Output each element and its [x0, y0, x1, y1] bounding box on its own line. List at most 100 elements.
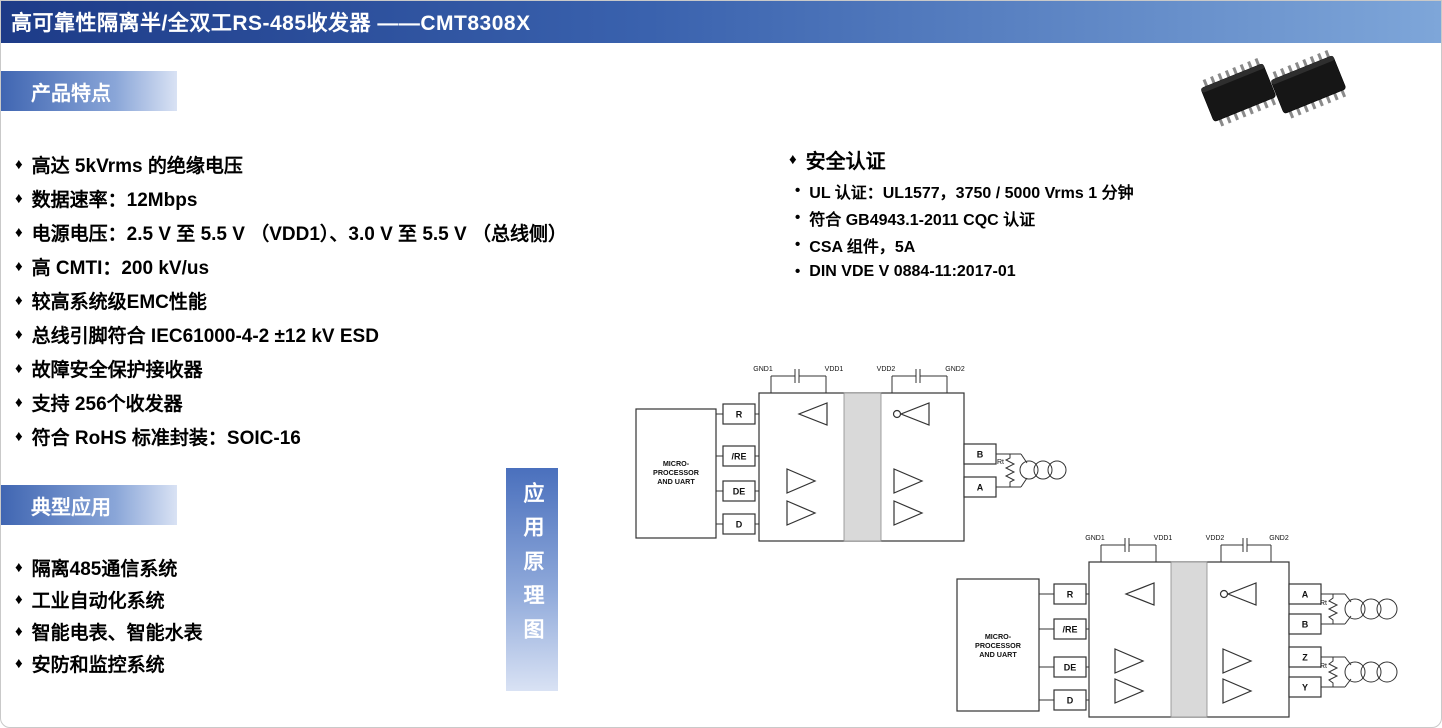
feature-text: 高 CMTI：200 kV/us: [31, 257, 210, 279]
feature-item: ♦ 总线引脚符合 IEC61000-4-2 ±12 kV ESD: [15, 317, 567, 351]
mcu-label: MICRO-: [985, 632, 1012, 641]
vdd1-label: VDD1: [825, 366, 844, 373]
bus-label: A: [1302, 590, 1309, 600]
feature-item: ♦支持 256个收发器: [15, 385, 567, 419]
diamond-bullet-icon: ♦: [15, 427, 23, 445]
mcu-label: AND UART: [657, 477, 695, 486]
diamond-bullet-icon: ♦: [15, 359, 23, 377]
safety-heading-text: 安全认证: [805, 150, 886, 173]
rt-label: Rt: [1320, 600, 1327, 607]
badge-label-applications: 典型应用: [31, 496, 111, 519]
dot-bullet-icon: •: [795, 209, 801, 226]
feature-item: ♦故障安全保护接收器: [15, 351, 567, 385]
diamond-bullet-icon: ♦: [15, 257, 23, 275]
pin-label: D: [1067, 696, 1074, 706]
gnd2-label: GND2: [945, 366, 965, 373]
diamond-bullet-icon: ♦: [15, 654, 23, 672]
application-text: 智能电表、智能水表: [31, 622, 203, 644]
full-duplex-schematic: MICRO- PROCESSOR AND UART R /RE DE D A B…: [956, 535, 1398, 718]
application-item: ♦ 安防和监控系统: [15, 647, 203, 679]
mcu-label: AND UART: [979, 650, 1017, 659]
diamond-bullet-icon: ♦: [15, 622, 23, 640]
mcu-label: MICRO-: [663, 459, 690, 468]
inverter-bubble: [892, 409, 902, 419]
dot-bullet-icon: •: [795, 182, 801, 199]
isolation-barrier: [843, 392, 882, 542]
twisted-pair-coil: [1344, 598, 1398, 620]
features-list: ♦高达 5kVrms 的绝缘电压 ♦ 数据速率：12Mbps ♦电源电压：2.5 …: [15, 147, 567, 453]
inverter-bubble: [1219, 589, 1229, 599]
bus-pin-boxes: A B Z Y: [1288, 583, 1322, 698]
mcu-box: [635, 408, 717, 539]
schematic-vertical-badge-text: 应用原理图: [521, 482, 544, 652]
pin-label: R: [736, 410, 743, 420]
diamond-bullet-icon: ♦: [15, 189, 23, 207]
driver-buffer: [893, 500, 924, 526]
diamond-bullet-icon: ♦: [15, 291, 23, 309]
application-text: 隔离485通信系统: [31, 558, 178, 580]
feature-text: 较高系统级EMC性能: [31, 291, 207, 313]
application-text: 安防和监控系统: [31, 654, 165, 676]
feature-text: 总线引脚符合 IEC61000-4-2 ±12 kV ESD: [31, 325, 379, 347]
diamond-bullet-icon: ♦: [15, 325, 23, 343]
vdd1-label: VDD1: [1154, 535, 1173, 542]
bus-label: A: [977, 483, 984, 493]
logic-pin-boxes: R /RE DE D: [1053, 583, 1087, 711]
pin-label: R: [1067, 590, 1074, 600]
receiver-buffer: [1226, 582, 1257, 606]
application-item: ♦隔离485通信系统: [15, 551, 203, 583]
feature-item: ♦ 数据速率：12Mbps: [15, 181, 567, 215]
safety-text: DIN VDE V 0884-11:2017-01: [809, 262, 1016, 280]
feature-item: ♦高达 5kVrms 的绝缘电压: [15, 147, 567, 181]
soic-chip: [1267, 48, 1350, 121]
badge-label-features: 产品特点: [31, 82, 111, 105]
feature-item: ♦ 高 CMTI：200 kV/us: [15, 249, 567, 283]
mcu-box: [956, 578, 1040, 712]
driver-buffer: [1222, 678, 1253, 704]
gnd2-label: GND2: [1269, 535, 1289, 542]
safety-item: • CSA 组件，5A: [795, 231, 1134, 258]
dot-bullet-icon: •: [795, 236, 801, 253]
safety-item: • DIN VDE V 0884-11:2017-01: [795, 258, 1134, 285]
pin-label: D: [736, 520, 743, 530]
pin-label: /RE: [731, 452, 746, 462]
feature-text: 数据速率：12Mbps: [31, 189, 198, 211]
dot-bullet-icon: •: [795, 263, 801, 280]
vdd2-label: VDD2: [1206, 535, 1225, 542]
diamond-bullet-icon: ♦: [15, 590, 23, 608]
page-title: 高可靠性隔离半/全双工RS-485收发器 ——CMT8308X: [11, 12, 531, 35]
applications-list: ♦隔离485通信系统 ♦工业自动化系统 ♦智能电表、智能水表 ♦安防和监控系统: [15, 551, 203, 679]
driver-buffer: [786, 500, 817, 526]
diamond-bullet-icon: ♦: [789, 150, 797, 168]
schematic-vertical-badge: 应用原理图: [506, 468, 558, 691]
application-item: ♦工业自动化系统: [15, 583, 203, 615]
chip-package-image: [1197, 48, 1350, 129]
twisted-pair-coil: [1019, 460, 1067, 480]
diamond-bullet-icon: ♦: [15, 155, 23, 173]
feature-item: ♦ 符合 RoHS 标准封装：SOIC-16: [15, 419, 567, 453]
gnd1-label: GND1: [1085, 535, 1105, 542]
pin-label: DE: [733, 487, 746, 497]
pin-label: DE: [1064, 663, 1077, 673]
safety-text: CSA 组件，5A: [809, 238, 916, 256]
feature-item: ♦电源电压：2.5 V 至 5.5 V （VDD1）、3.0 V 至 5.5 V…: [15, 215, 567, 249]
diamond-bullet-icon: ♦: [15, 393, 23, 411]
bus-pin-boxes: B A: [963, 443, 997, 498]
safety-text: UL 认证：UL1577，3750 / 5000 Vrms 1 分钟: [809, 184, 1134, 202]
section-badge-features: 产品特点: [1, 71, 177, 111]
receiver-buffer: [1124, 582, 1155, 606]
section-badge-applications: 典型应用: [1, 485, 177, 525]
page-header: 高可靠性隔离半/全双工RS-485收发器 ——CMT8308X: [1, 1, 1441, 43]
feature-text: 符合 RoHS 标准封装：SOIC-16: [31, 427, 301, 449]
application-item: ♦ 智能电表、智能水表: [15, 615, 203, 647]
rt-label: Rt: [1320, 663, 1327, 670]
receiver-buffer: [899, 402, 930, 426]
rt-label: Rt: [997, 459, 1004, 466]
feature-item: ♦ 较高系统级EMC性能: [15, 283, 567, 317]
bus-label: B: [977, 450, 984, 460]
bus-label: Z: [1302, 653, 1308, 663]
gnd1-label: GND1: [753, 366, 773, 373]
soic-chip: [1197, 56, 1280, 129]
isolation-barrier: [1170, 561, 1208, 718]
